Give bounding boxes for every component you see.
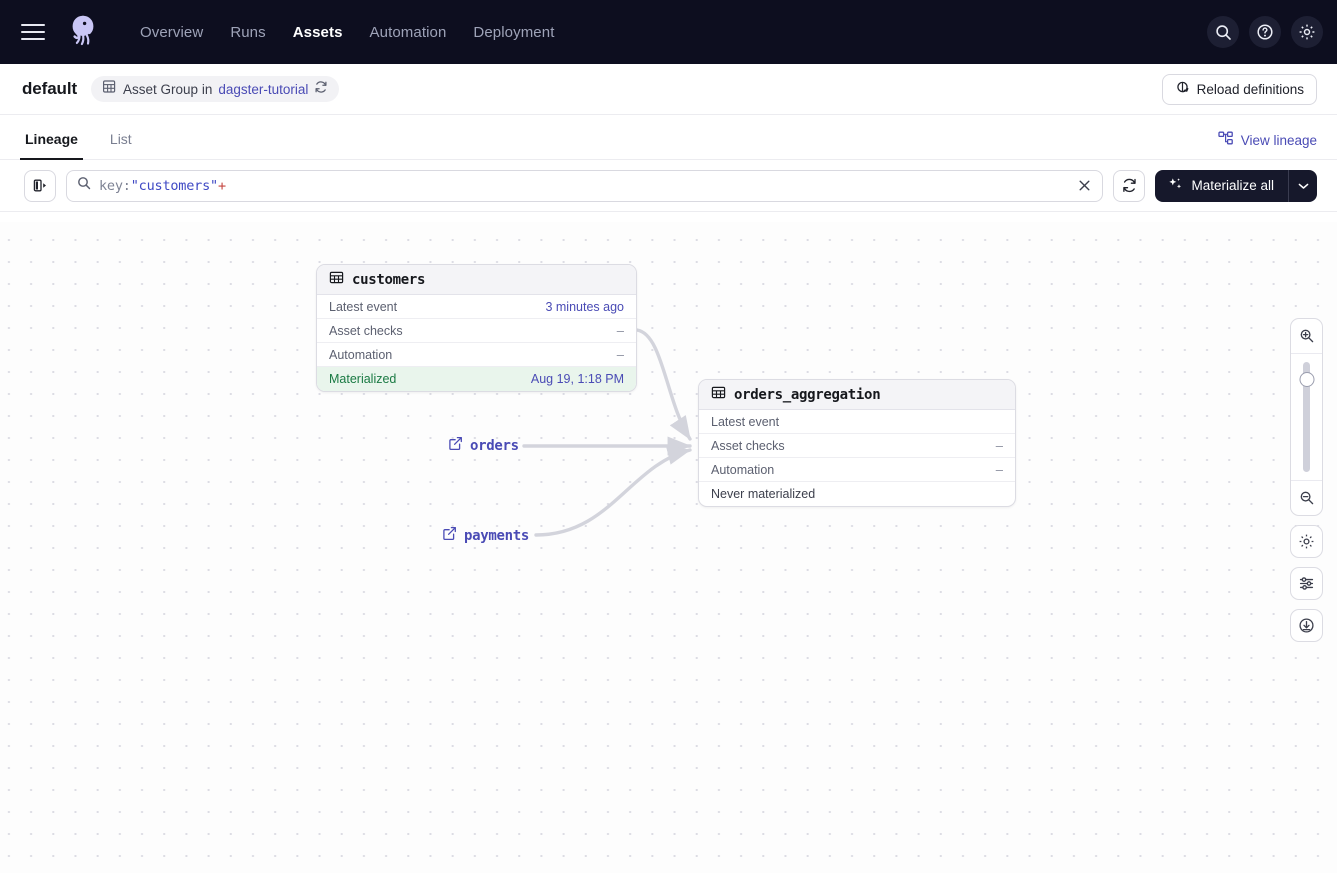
- chevron-down-icon[interactable]: [1289, 170, 1317, 202]
- row-label: Automation: [711, 462, 775, 477]
- graph-toolbar: key:"customers"+ Materialize all: [0, 160, 1337, 212]
- download-icon[interactable]: [1290, 609, 1323, 642]
- row-label: Asset checks: [711, 438, 785, 453]
- zoom-slider-handle[interactable]: [1299, 372, 1314, 387]
- code-location-link[interactable]: dagster-tutorial: [218, 81, 309, 97]
- query-suffix: +: [217, 177, 226, 194]
- external-link-icon: [442, 526, 457, 546]
- lineage-graph-icon: [1218, 131, 1234, 149]
- table-icon: [711, 385, 726, 405]
- asset-row-latest-event: Latest event: [699, 410, 1015, 434]
- lineage-graph-canvas[interactable]: customers Latest event 3 minutes ago Ass…: [0, 222, 1337, 873]
- status-label: Never materialized: [711, 487, 816, 501]
- zoom-out-icon[interactable]: [1291, 481, 1322, 515]
- reload-icon: [1175, 80, 1190, 98]
- settings-gear-icon[interactable]: [1291, 16, 1323, 48]
- asset-node-orders-aggregation[interactable]: orders_aggregation Latest event Asset ch…: [698, 379, 1016, 507]
- graph-settings-gear-icon[interactable]: [1290, 525, 1323, 558]
- asset-checks-value: –: [995, 438, 1003, 453]
- asset-node-header: orders_aggregation: [699, 380, 1015, 410]
- view-lineage-label: View lineage: [1240, 132, 1317, 148]
- query-key: key: [99, 177, 123, 194]
- sparkle-icon: [1168, 177, 1183, 195]
- asset-row-latest-event: Latest event 3 minutes ago: [317, 295, 636, 319]
- automation-value: –: [995, 462, 1003, 477]
- zoom-slider-group: [1290, 318, 1323, 516]
- page-subheader: default Asset Group in dagster-tutorial …: [0, 64, 1337, 115]
- asset-row-asset-checks: Asset checks –: [699, 434, 1015, 458]
- query-colon: :: [122, 177, 131, 194]
- asset-node-name: customers: [352, 271, 426, 288]
- asset-search-input[interactable]: key:"customers"+: [66, 169, 1104, 202]
- nav-link-assets[interactable]: Assets: [292, 23, 343, 41]
- asset-row-automation: Automation –: [699, 458, 1015, 482]
- row-label: Latest event: [711, 414, 780, 429]
- nav-link-automation[interactable]: Automation: [369, 23, 447, 41]
- asset-group-badge[interactable]: Asset Group in dagster-tutorial: [91, 76, 340, 102]
- hamburger-menu-icon[interactable]: [16, 15, 50, 49]
- materialize-all-label: Materialize all: [1191, 178, 1274, 193]
- refresh-icon[interactable]: [314, 80, 328, 99]
- page-title: default: [22, 79, 78, 98]
- tab-list[interactable]: List: [109, 131, 132, 147]
- graph-filters-icon[interactable]: [1290, 567, 1323, 600]
- search-icon[interactable]: [1207, 16, 1239, 48]
- query-value: "customers": [130, 177, 218, 194]
- status-badge-materialized: Materialized Aug 19, 1:18 PM: [317, 367, 636, 391]
- automation-value: –: [616, 347, 624, 362]
- top-navigation-bar: Overview Runs Assets Automation Deployme…: [0, 0, 1337, 64]
- asset-node-header: customers: [317, 265, 636, 295]
- zoom-in-icon[interactable]: [1291, 319, 1322, 353]
- reload-definitions-button[interactable]: Reload definitions: [1161, 73, 1317, 105]
- latest-event-value[interactable]: 3 minutes ago: [545, 299, 624, 314]
- reload-definitions-label: Reload definitions: [1196, 81, 1304, 97]
- help-icon[interactable]: [1249, 16, 1281, 48]
- zoom-slider[interactable]: [1291, 353, 1322, 481]
- external-asset-payments[interactable]: payments: [442, 526, 529, 546]
- external-asset-name: payments: [464, 528, 530, 544]
- status-label: Materialized: [329, 372, 397, 386]
- status-timestamp[interactable]: Aug 19, 1:18 PM: [530, 372, 624, 386]
- row-label: Latest event: [329, 299, 398, 314]
- main-nav-links: Overview Runs Assets Automation Deployme…: [140, 24, 554, 41]
- nav-actions: [1207, 0, 1323, 64]
- tab-lineage[interactable]: Lineage: [20, 131, 83, 160]
- graph-edges: [522, 328, 692, 537]
- external-asset-name: orders: [470, 438, 519, 454]
- search-icon: [77, 176, 91, 195]
- clear-search-icon[interactable]: [1074, 176, 1094, 196]
- asset-node-name: orders_aggregation: [734, 386, 881, 403]
- status-badge-never-materialized: Never materialized: [699, 482, 1015, 506]
- asset-checks-value: –: [616, 323, 624, 338]
- row-label: Automation: [329, 347, 393, 362]
- table-icon: [329, 270, 344, 290]
- nav-link-overview[interactable]: Overview: [140, 23, 204, 41]
- external-link-icon: [448, 436, 463, 456]
- asset-group-icon: [102, 79, 117, 99]
- row-label: Asset checks: [329, 323, 403, 338]
- dagster-logo-icon[interactable]: [62, 11, 104, 53]
- asset-row-asset-checks: Asset checks –: [317, 319, 636, 343]
- button-divider: [1288, 169, 1289, 202]
- nav-link-deployment[interactable]: Deployment: [473, 23, 555, 41]
- graph-zoom-controls: [1290, 318, 1323, 642]
- asset-group-label: Asset Group in: [123, 81, 213, 97]
- external-asset-orders[interactable]: orders: [448, 436, 519, 456]
- asset-row-automation: Automation –: [317, 343, 636, 367]
- asset-node-customers[interactable]: customers Latest event 3 minutes ago Ass…: [316, 264, 637, 392]
- materialize-all-button[interactable]: Materialize all: [1155, 169, 1317, 202]
- view-tabs: Lineage List View lineage: [0, 115, 1337, 160]
- search-query-text: key:"customers"+: [99, 178, 226, 194]
- zoom-slider-track: [1303, 362, 1310, 472]
- expand-panel-icon[interactable]: [24, 169, 56, 202]
- refresh-graph-button[interactable]: [1113, 169, 1146, 202]
- nav-link-runs[interactable]: Runs: [230, 23, 266, 41]
- view-lineage-link[interactable]: View lineage: [1218, 131, 1317, 149]
